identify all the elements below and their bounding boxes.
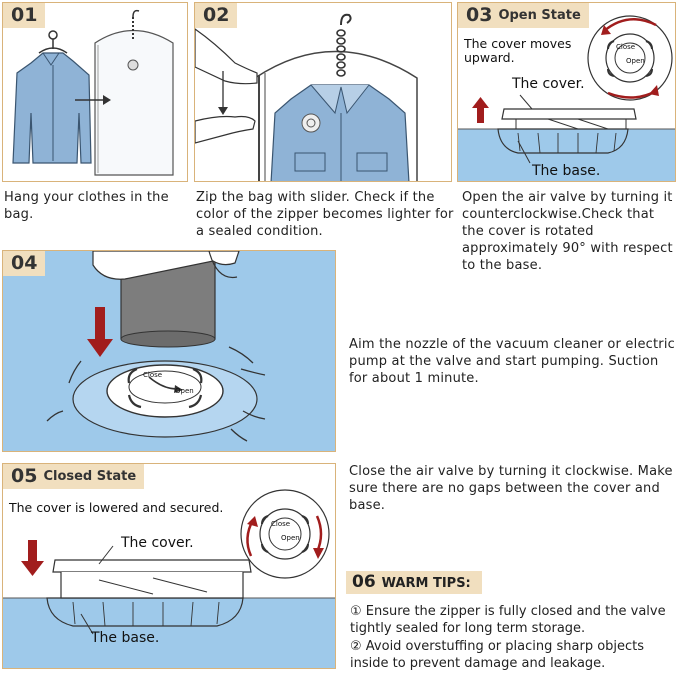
step-03-illustration xyxy=(458,15,675,181)
step-05-panel: 05 Closed State The cover is lowered and … xyxy=(2,463,336,669)
step-01-number: 01 xyxy=(3,3,46,28)
step-03-number: 03 Open State xyxy=(458,3,589,28)
warm-tips-title: WARM TIPS: xyxy=(381,576,471,591)
step-04-caption: Aim the nozzle of the vacuum cleaner or … xyxy=(349,337,675,386)
step-02-illustration xyxy=(195,13,418,181)
step-03-caption: Open the air valve by turning it counter… xyxy=(462,190,673,273)
step-03-base-label: The base. xyxy=(532,163,601,179)
step-05-caption: Close the air valve by turning it clockw… xyxy=(349,464,673,513)
step-03-title: Open State xyxy=(498,8,581,23)
step-01-illustration xyxy=(12,9,174,176)
step-04-close-text: Close xyxy=(143,371,163,379)
step-02-number: 02 xyxy=(195,3,238,28)
step-03-note: The cover moves upward. xyxy=(464,36,572,65)
step-05-illustration xyxy=(3,489,335,668)
step-03-cover-label: The cover. xyxy=(512,76,585,92)
step-03-panel: 03 Open State The cover moves upward. The… xyxy=(457,2,676,182)
step-05-number-text: 05 xyxy=(11,465,38,487)
step-03-number-text: 03 xyxy=(466,4,493,26)
warm-tips-header: 06 WARM TIPS: xyxy=(346,571,482,594)
step-02-panel: 02 xyxy=(194,2,452,182)
step-03-open-text: Open xyxy=(626,57,645,65)
step-03-close-text: Close xyxy=(616,43,636,51)
step-05-note: The cover is lowered and secured. xyxy=(9,500,224,515)
step-05-close-text: Close xyxy=(271,520,291,528)
step-01-panel: 01 xyxy=(2,2,188,182)
step-02-caption: Zip the bag with slider. Check if the co… xyxy=(196,190,454,239)
step-04-panel: 04 Close Open xyxy=(2,250,336,452)
step-01-caption: Hang your clothes in the bag. xyxy=(4,190,169,222)
step-04-illustration xyxy=(3,251,335,451)
tip-item: ② Avoid overstuffing or placing sharp ob… xyxy=(350,639,645,671)
step-04-number: 04 xyxy=(3,251,46,276)
step-05-number: 05 Closed State xyxy=(3,464,145,489)
step-05-base-label: The base. xyxy=(91,630,160,646)
warm-tips-number: 06 xyxy=(352,572,376,592)
step-05-open-text: Open xyxy=(281,534,300,542)
tip-item: ① Ensure the zipper is fully closed and … xyxy=(350,604,666,636)
step-05-cover-label: The cover. xyxy=(121,535,194,551)
step-05-title: Closed State xyxy=(43,469,137,484)
step-04-open-text: Open xyxy=(175,387,194,395)
